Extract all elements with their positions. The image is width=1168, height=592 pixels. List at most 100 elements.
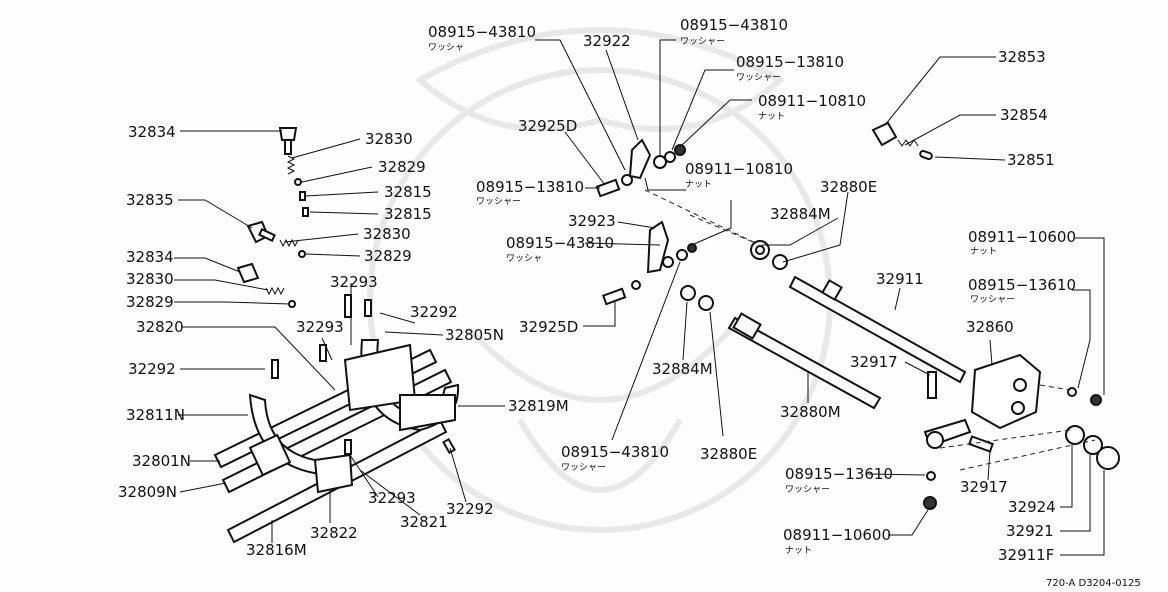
label-32917-b: 32917 xyxy=(960,478,1008,496)
label-32880e-a: 32880E xyxy=(820,178,877,196)
label-32911f: 32911F xyxy=(998,546,1054,564)
label-32820: 32820 xyxy=(136,318,184,336)
label-32809n: 32809N xyxy=(118,483,177,501)
ring-32924 xyxy=(1065,425,1085,445)
label-13810-b: 08915−13810 xyxy=(476,178,584,196)
shift-rails-group xyxy=(213,127,460,544)
nut-10600-b xyxy=(923,496,937,510)
label-43810-b-jp: ワッシャー xyxy=(680,37,725,47)
ball-32829-a xyxy=(294,178,302,186)
shift-fork-32819m xyxy=(399,394,456,432)
nut-10810-b xyxy=(687,243,697,253)
label-32829-c: 32829 xyxy=(126,293,174,311)
label-13810-a-jp: ワッシャー xyxy=(736,73,781,83)
label-32811n: 32811N xyxy=(126,406,185,424)
ring-32880e-b xyxy=(698,295,714,311)
label-32854: 32854 xyxy=(1000,106,1048,124)
plug-32834-b xyxy=(236,262,260,284)
washer-13610-a xyxy=(1067,387,1077,397)
label-13810-a: 08915−13810 xyxy=(736,53,844,71)
label-32293-b: 32293 xyxy=(296,318,344,336)
label-10810-b: 08911−10810 xyxy=(685,160,793,178)
leader-lines-center xyxy=(535,39,771,441)
label-32815-a: 32815 xyxy=(384,183,432,201)
bolt-32925d-a xyxy=(595,178,621,198)
label-32819m: 32819M xyxy=(508,397,569,415)
label-43810-a-jp: ワッシャ xyxy=(428,43,464,53)
label-32911: 32911 xyxy=(876,270,924,288)
shaft-group-right xyxy=(727,121,1120,510)
bushing-32884m-a xyxy=(750,240,770,260)
washer-32921 xyxy=(1083,435,1103,455)
pin-32815-b xyxy=(302,207,309,217)
shaft-32911 xyxy=(788,275,967,384)
washer-13610-b xyxy=(926,471,936,481)
bushing-32884m-b xyxy=(680,285,696,301)
cap-32911f xyxy=(1096,446,1120,470)
label-32816m: 32816M xyxy=(246,541,307,559)
label-32921: 32921 xyxy=(1006,522,1054,540)
pin-32293-b xyxy=(319,344,327,362)
shift-fork-32805n xyxy=(343,339,460,432)
label-13610-b: 08915−13610 xyxy=(785,465,893,483)
label-13610-a-jp: ワッシャー xyxy=(970,295,1015,305)
pin-32292-a xyxy=(271,359,279,379)
spring-32830-c xyxy=(265,286,285,296)
label-32805n: 32805N xyxy=(445,326,504,344)
label-32922: 32922 xyxy=(583,32,631,50)
nut-10810-a xyxy=(674,144,686,156)
label-10600-b: 08911−10600 xyxy=(783,526,891,544)
label-32292-b: 32292 xyxy=(410,303,458,321)
lever-32917 xyxy=(923,371,972,449)
washer-13810-b xyxy=(676,249,688,261)
label-32815-b: 32815 xyxy=(384,205,432,223)
label-10810-a: 08911−10810 xyxy=(758,92,866,110)
label-32884m-a: 32884M xyxy=(770,205,831,223)
washer-13810-a xyxy=(664,151,676,163)
label-10810-a-jp: ナット xyxy=(758,111,785,122)
shift-fork-32822 xyxy=(313,453,354,494)
label-32822: 32822 xyxy=(310,524,358,542)
lever-32923 xyxy=(646,220,670,274)
label-32829-a: 32829 xyxy=(378,158,426,176)
plug-32834-a xyxy=(278,127,298,155)
pin-32293-c xyxy=(344,439,352,455)
label-32830-a: 32830 xyxy=(365,130,413,148)
washer-43810-c xyxy=(662,256,674,268)
reference-code: 720-A D3204-0125 xyxy=(1046,578,1141,589)
label-32801n: 32801N xyxy=(132,452,191,470)
washer-43810-a xyxy=(621,174,633,186)
label-43810-c-jp: ワッシャ xyxy=(506,254,542,264)
label-32924: 32924 xyxy=(1008,498,1056,516)
label-32884m-b: 32884M xyxy=(652,360,713,378)
pin-32917-b xyxy=(968,435,994,453)
label-10600-b-jp: ナット xyxy=(785,545,812,556)
label-32293-a: 32293 xyxy=(330,273,378,291)
label-43810-d: 08915−43810 xyxy=(561,443,669,461)
label-32834-b: 32834 xyxy=(126,248,174,266)
label-32835: 32835 xyxy=(126,191,174,209)
label-13610-a: 08915−13610 xyxy=(968,276,1076,294)
leader-lines-right xyxy=(762,56,1105,556)
label-43810-c: 08915−43810 xyxy=(506,234,614,252)
label-32829-b: 32829 xyxy=(364,247,412,265)
label-32821: 32821 xyxy=(400,513,448,531)
label-10600-a: 08911−10600 xyxy=(968,228,1076,246)
label-32851: 32851 xyxy=(1007,151,1055,169)
part-number-labels: 32834 32830 32829 32815 32815 32835 3283… xyxy=(118,16,1141,589)
label-32292-a: 32292 xyxy=(128,360,176,378)
label-32923: 32923 xyxy=(568,212,616,230)
label-10600-a-jp: ナット xyxy=(970,246,997,257)
label-43810-d-jp: ワッシャー xyxy=(561,463,606,473)
plug-32835 xyxy=(246,220,276,244)
label-32925d-a: 32925D xyxy=(518,117,577,135)
pin-32292-c xyxy=(442,437,456,455)
washer-43810-b xyxy=(653,155,667,169)
label-32880e-b: 32880E xyxy=(700,445,757,463)
pin-32293-a xyxy=(344,294,352,318)
label-13610-b-jp: ワッシャー xyxy=(785,485,830,495)
plug-32853 xyxy=(871,121,898,147)
washer-43810-d xyxy=(631,280,641,290)
